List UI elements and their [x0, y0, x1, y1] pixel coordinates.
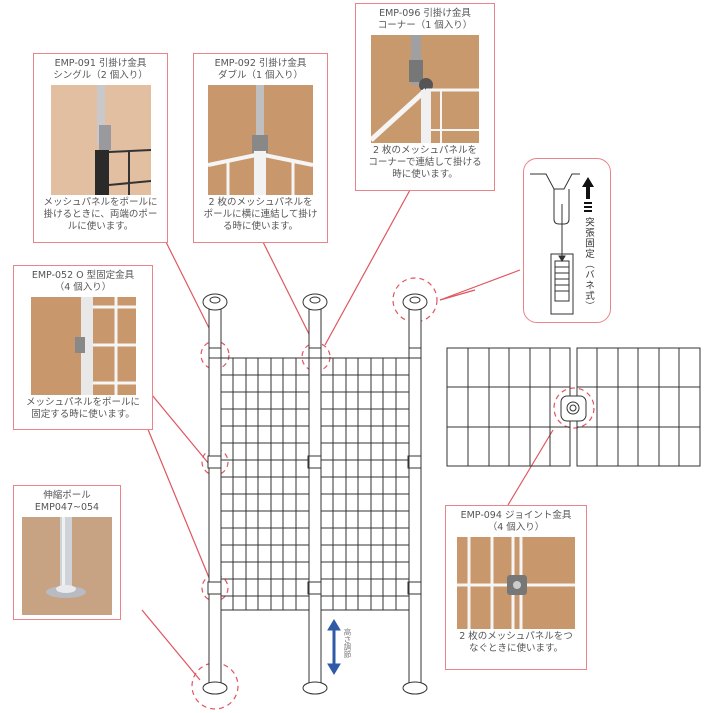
callout-title: EMP-094 ジョイント金具 （4 個入り） [460, 510, 572, 533]
callout-description: 2 枚のメッシュパネルを ポールに横に連結して掛け る時に使います。 [203, 197, 318, 232]
callout-title: EMP-091 引掛け金具 シングル（2 個入り） [53, 58, 148, 81]
mesh-panel-left [220, 357, 310, 611]
callout-emp-091: EMP-091 引掛け金具 シングル（2 個入り） メッシュパネルをポールに 掛… [33, 53, 168, 243]
callout-title: EMP-092 引掛け金具 ダブル（1 個入り） [214, 58, 307, 81]
photo-o-clamp [30, 297, 136, 395]
callout-emp-052: EMP-052 O 型固定金具 （4 個入り） メッシュパネルをポールに 固定す… [13, 265, 153, 430]
callout-spring-detail: 突張固定（バネ式） [523, 158, 611, 323]
pole-left [208, 303, 222, 685]
spring-fix-label: 突張固定（バネ式） [583, 217, 594, 312]
mesh-panel-right [320, 357, 410, 611]
photo-single-hook [50, 85, 151, 195]
photo-corner-hook [371, 35, 479, 143]
callout-pole: 伸縮ポール EMP047~054 [13, 485, 121, 620]
callout-title: EMP-052 O 型固定金具 （4 個入り） [31, 270, 135, 293]
photo-joint-fitting [457, 537, 575, 629]
pole-right [408, 303, 422, 685]
callout-description: メッシュパネルをポールに 掛けるときに、両端のポー ルに使います。 [43, 197, 158, 232]
up-arrow-icon [582, 177, 594, 212]
callout-emp-096: EMP-096 引掛け金具 コーナー（1 個入り） 2 枚のメッシュパネルを コ… [355, 3, 495, 191]
callout-description: メッシュパネルをポールに 固定する時に使います。 [25, 397, 140, 420]
spring-mechanism-diagram [530, 173, 594, 315]
photo-telescopic-pole [22, 517, 112, 615]
callout-emp-094: EMP-094 ジョイント金具 （4 個入り） 2 枚のメッシュパネルをつ なぐ… [445, 505, 587, 670]
callout-title: EMP-096 引掛け金具 コーナー（1 個入り） [377, 8, 473, 31]
callout-title: 伸縮ポール EMP047~054 [34, 490, 100, 513]
pole-middle [308, 303, 322, 685]
callout-emp-092: EMP-092 引掛け金具 ダブル（1 個入り） 2 枚のメッシュパネルを ポー… [193, 53, 328, 243]
callout-description: 2 枚のメッシュパネルを コーナーで連結して掛ける 時に使います。 [368, 145, 482, 180]
joint-detail-grid [446, 347, 701, 467]
height-adjust-label: 高さ調節 [343, 628, 352, 658]
height-adjust-arrow-icon [327, 619, 341, 675]
callout-description: 2 枚のメッシュパネルをつ なぐときに使います。 [459, 631, 573, 654]
photo-double-hook [208, 85, 313, 195]
dashed-highlight [200, 340, 230, 370]
